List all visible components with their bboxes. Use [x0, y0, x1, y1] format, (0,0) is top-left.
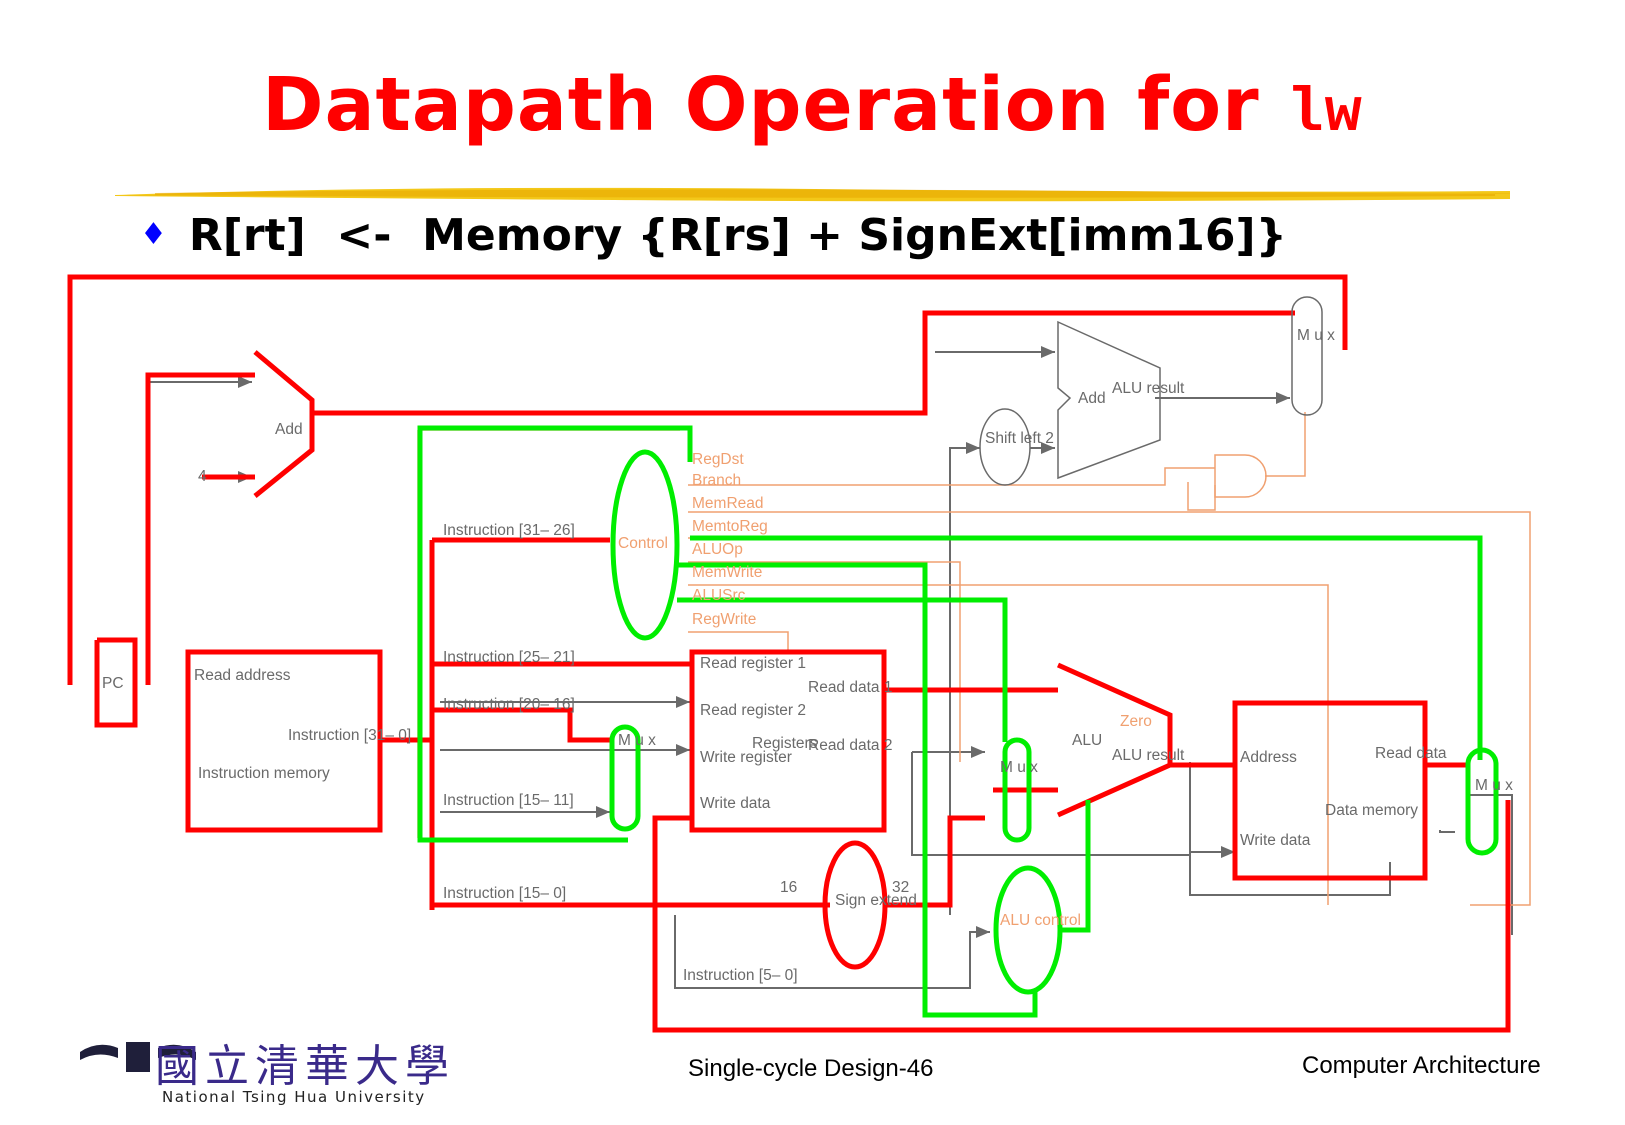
- university-logo-icon: [80, 1042, 196, 1072]
- shift-left-shape: [979, 408, 1031, 486]
- pc-adder-label: Add: [275, 421, 303, 438]
- alu-control-label: ALU control: [1000, 912, 1081, 929]
- signal-memread: MemRead: [692, 495, 764, 512]
- sign-extend-out-width: 32: [892, 879, 909, 896]
- dm-read-data-label: Read data: [1375, 745, 1447, 762]
- diamond-bullet-icon: ♦: [140, 217, 167, 252]
- instr-field-5-0: Instruction [5– 0]: [683, 967, 798, 984]
- write-register-label: Write register: [700, 749, 792, 766]
- alu-zero-label: Zero: [1120, 713, 1152, 730]
- slide-title: Datapath Operation for lw: [0, 62, 1625, 149]
- branch-adder-shape: [1057, 320, 1161, 480]
- signal-memtoreg: MemtoReg: [692, 518, 768, 535]
- instruction-out-label: Instruction [31– 0]: [288, 727, 411, 744]
- title-instruction-code: lw: [1286, 78, 1363, 149]
- title-text: Datapath Operation for: [262, 62, 1287, 148]
- bullet-point: ♦ R[rt] <- Memory {R[rs] + SignExt[imm16]…: [140, 210, 1287, 261]
- title-underline-brush: [115, 187, 1510, 202]
- read-address-label: Read address: [194, 667, 291, 684]
- instr-field-15-11: Instruction [15– 11]: [443, 792, 574, 809]
- alu-result-label: ALU result: [1112, 747, 1185, 764]
- write-data-label: Write data: [700, 795, 771, 812]
- slide-footer-course: Computer Architecture: [1302, 1052, 1541, 1079]
- memtoreg-mux-label: M u x: [1475, 777, 1513, 794]
- signal-aluop: ALUOp: [692, 541, 743, 558]
- read-data-1-label: Read data 1: [808, 679, 892, 696]
- pc-label: PC: [102, 675, 124, 692]
- const-four-label: 4: [198, 468, 207, 485]
- signal-regwrite: RegWrite: [692, 611, 756, 628]
- instr-field-15-0: Instruction [15– 0]: [443, 885, 566, 902]
- instruction-memory-label: Instruction memory: [198, 765, 330, 782]
- read-register-1-label: Read register 1: [700, 655, 806, 672]
- read-register-2-label: Read register 2: [700, 702, 806, 719]
- base-wires: [148, 346, 1513, 989]
- instr-field-25-21: Instruction [25– 21]: [443, 649, 575, 666]
- sign-extend-in-width: 16: [780, 879, 797, 896]
- component-outlines: [979, 296, 1323, 486]
- registers-label: Registers: [752, 735, 818, 752]
- control-signal-wires: [417, 412, 1531, 906]
- alu-label: ALU: [1072, 732, 1102, 749]
- shift-left-label: Shift left 2: [985, 430, 1054, 447]
- active-control: [417, 425, 1499, 1018]
- dm-address-label: Address: [1240, 749, 1297, 766]
- university-name-english: National Tsing Hua University: [162, 1088, 426, 1106]
- instr-field-20-16: Instruction [20– 16]: [443, 696, 575, 713]
- dm-write-data-label: Write data: [1240, 832, 1311, 849]
- signal-branch: Branch: [692, 472, 741, 489]
- branch-adder-label: Add: [1078, 390, 1106, 407]
- signal-memwrite: MemWrite: [692, 564, 762, 581]
- slide-footer-page: Single-cycle Design-46: [688, 1055, 934, 1082]
- active-datapath: [67, 274, 1511, 1033]
- control-unit-label: Control: [618, 535, 668, 552]
- university-name-chinese: 國立清華大學: [155, 1041, 455, 1092]
- pcsrc-mux-label: M u x: [1297, 327, 1335, 344]
- read-data-2-label: Read data 2: [808, 737, 892, 754]
- bullet-text: R[rt] <- Memory {R[rs] + SignExt[imm16]}: [188, 210, 1287, 261]
- alusrc-mux-label: M u x: [1000, 759, 1038, 776]
- instr-field-31-26: Instruction [31– 26]: [443, 522, 575, 539]
- signal-alusrc: ALUSrc: [692, 587, 746, 604]
- data-memory-label: Data memory: [1325, 802, 1418, 819]
- regdst-mux-label: M u x: [618, 732, 656, 749]
- branch-adder-result-label: ALU result: [1112, 380, 1185, 397]
- pcsrc-mux-shape: [1291, 296, 1323, 416]
- signal-regdst: RegDst: [692, 451, 744, 468]
- sign-extend-label: Sign extend: [835, 892, 917, 909]
